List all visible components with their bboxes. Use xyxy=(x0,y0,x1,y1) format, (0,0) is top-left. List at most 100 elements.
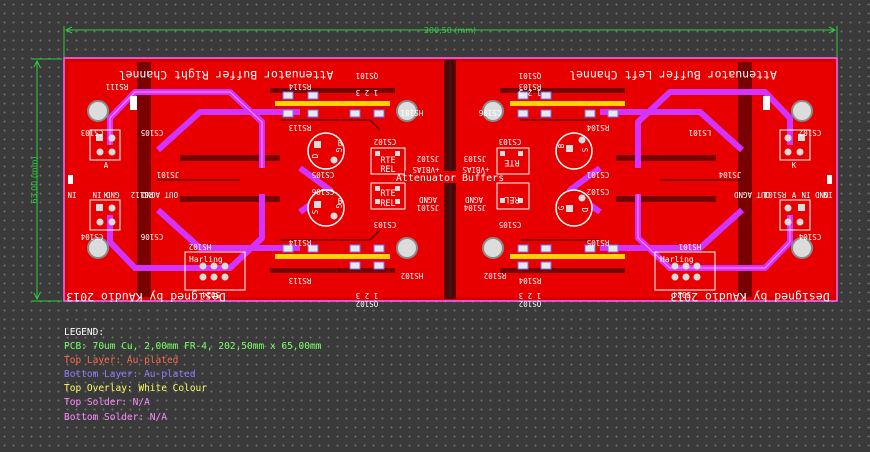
label-gnd-in-r: GND IN xyxy=(92,190,119,199)
legend: LEGEND: PCB: 70um Cu, 2,00mm FR-4, 202,5… xyxy=(64,326,321,425)
silkscreen-designators: RS114 RS113 RS113 RS114 RS103 RS104 RS10… xyxy=(67,71,832,308)
label-cs103c: CS103 xyxy=(499,137,522,146)
label-cs106b: CS106 xyxy=(311,187,334,196)
label-hs101: HS101 xyxy=(401,108,424,117)
svg-text:D: D xyxy=(580,208,589,213)
label-qs102b: QS102 xyxy=(519,299,542,308)
label-num-q3: 1 2 3 xyxy=(519,88,542,97)
label-cs103b: CS103 xyxy=(374,220,397,229)
rte-1: RTE xyxy=(380,156,395,166)
label-rs101: RS101 xyxy=(764,190,787,199)
side-connectors xyxy=(68,96,832,231)
label-js101b: JS101 xyxy=(417,203,440,212)
legend-bottom-solder: Bottom Solder: N/A xyxy=(64,411,167,423)
label-cs102c: CS102 xyxy=(587,187,610,196)
harling-label-left: Harling xyxy=(660,255,694,264)
legend-pcb: PCB: 70um Cu, 2,00mm FR-4, 202,50mm x 65… xyxy=(64,341,322,353)
designer-credit-left: Designed by KAudio 2013 xyxy=(670,290,829,304)
svg-text:K: K xyxy=(792,161,797,170)
height-dimension: 63,00 (mm) xyxy=(30,156,39,203)
width-dimension: 200,50 (mm) xyxy=(424,26,476,35)
label-qs106: CS106 xyxy=(140,232,163,241)
svg-text:K: K xyxy=(104,191,109,200)
label-rs113: RS113 xyxy=(289,123,312,132)
label-rs105: RS105 xyxy=(587,238,610,247)
harling-label-right: Harling xyxy=(189,255,223,264)
label-rs111: RS111 xyxy=(106,82,129,91)
right-channel-title: Attenuator Buffer Right Channel xyxy=(119,68,334,82)
label-cs106: CS106 xyxy=(478,108,501,117)
label-cs104b: CS104 xyxy=(798,232,821,241)
smd-resistors xyxy=(282,91,619,270)
label-rs112: RS112 xyxy=(131,190,154,199)
label-num-q2: 1 2 3 xyxy=(356,291,379,300)
center-label: Attenuator Buffers xyxy=(396,173,504,184)
label-5024-l: 5024 xyxy=(672,290,691,299)
legend-top-layer: Top Layer: Au-plated xyxy=(64,355,179,367)
svg-text:S: S xyxy=(580,148,589,153)
label-qs101: QS101 xyxy=(356,71,379,80)
svg-text:G: G xyxy=(334,204,343,209)
label-agnd-r: AGND xyxy=(418,195,437,204)
trace-highlights xyxy=(109,91,791,269)
label-cs102b: CS102 xyxy=(374,137,397,146)
rte-3: RTE xyxy=(504,157,519,167)
label-hs102: HS102 xyxy=(401,271,424,280)
svg-text:A: A xyxy=(104,161,109,170)
center-label-bg xyxy=(405,171,495,183)
label-js101: JS101 xyxy=(157,170,180,179)
label-out-agnd-r: OUT AGND xyxy=(141,190,178,199)
legend-top-solder: Top Solder: N/A xyxy=(64,397,150,409)
label-rs103: RS103 xyxy=(519,82,542,91)
label-hs102b: HS102 xyxy=(189,242,212,251)
svg-text:A: A xyxy=(792,191,797,200)
svg-text:D: D xyxy=(311,153,320,158)
dimension-lines xyxy=(32,26,838,302)
label-rs113b: RS113 xyxy=(289,276,312,285)
label-num-q4: 1 2 3 xyxy=(519,291,542,300)
label-js102: JS102 xyxy=(417,154,440,163)
label-js104b: JS104 xyxy=(463,203,486,212)
label-rs104: RS104 xyxy=(586,123,609,132)
svg-text:B: B xyxy=(338,139,343,148)
legend-bottom-layer: Bottom Layer: Au-plated xyxy=(64,369,196,381)
label-hs101b: HS101 xyxy=(679,242,702,251)
rel-2: REL xyxy=(380,199,395,209)
mounting-holes xyxy=(87,100,813,259)
rte-2: RTE xyxy=(380,189,395,199)
designer-credit-right: Designed by KAudio 2013 xyxy=(66,290,225,304)
relay-text: RTE REL RTE REL RTE REL xyxy=(380,156,519,209)
legend-top-overlay: Top Overlay: White Colour xyxy=(64,383,207,395)
rel-3: REL xyxy=(504,194,519,204)
capacitor-bars xyxy=(275,101,625,259)
label-rs114: RS114 xyxy=(288,82,311,91)
legend-title: LEGEND: xyxy=(64,327,105,338)
label-cs104: CS104 xyxy=(80,232,103,241)
label-rs114b: RS114 xyxy=(288,238,311,247)
label-num-q1: 1 2 3 xyxy=(356,88,379,97)
label-js104: JS104 xyxy=(718,170,741,179)
svg-text:G: G xyxy=(557,205,566,210)
label-rs104b: RS104 xyxy=(518,276,541,285)
svg-text:B: B xyxy=(557,143,566,148)
label-rs102: RS102 xyxy=(484,271,507,280)
rel-1: REL xyxy=(380,165,395,175)
label-qs101b: QS101 xyxy=(519,71,542,80)
label-cs105b: CS105 xyxy=(499,220,522,229)
label-out-agnd-l: OUT AGND xyxy=(733,190,770,199)
relay-modules xyxy=(370,147,530,210)
label-cs105: CS105 xyxy=(312,170,335,179)
isolation-channels xyxy=(137,62,752,297)
top-layer-traces xyxy=(156,119,744,241)
label-ls101: LS101 xyxy=(689,128,712,137)
label-cs103: CS103 xyxy=(81,128,104,137)
label-cs101: CS101 xyxy=(587,170,610,179)
harling-headers xyxy=(184,251,716,291)
label-in-r: IN xyxy=(67,190,76,199)
left-channel-title: Attenuator Buffer Left Channel xyxy=(569,68,777,82)
svg-text:S: S xyxy=(311,209,320,214)
label-vbias-l: +VBIAS xyxy=(462,165,490,174)
svg-text:B: B xyxy=(338,197,343,206)
label-vbias-r: +VBIAS xyxy=(412,165,440,174)
